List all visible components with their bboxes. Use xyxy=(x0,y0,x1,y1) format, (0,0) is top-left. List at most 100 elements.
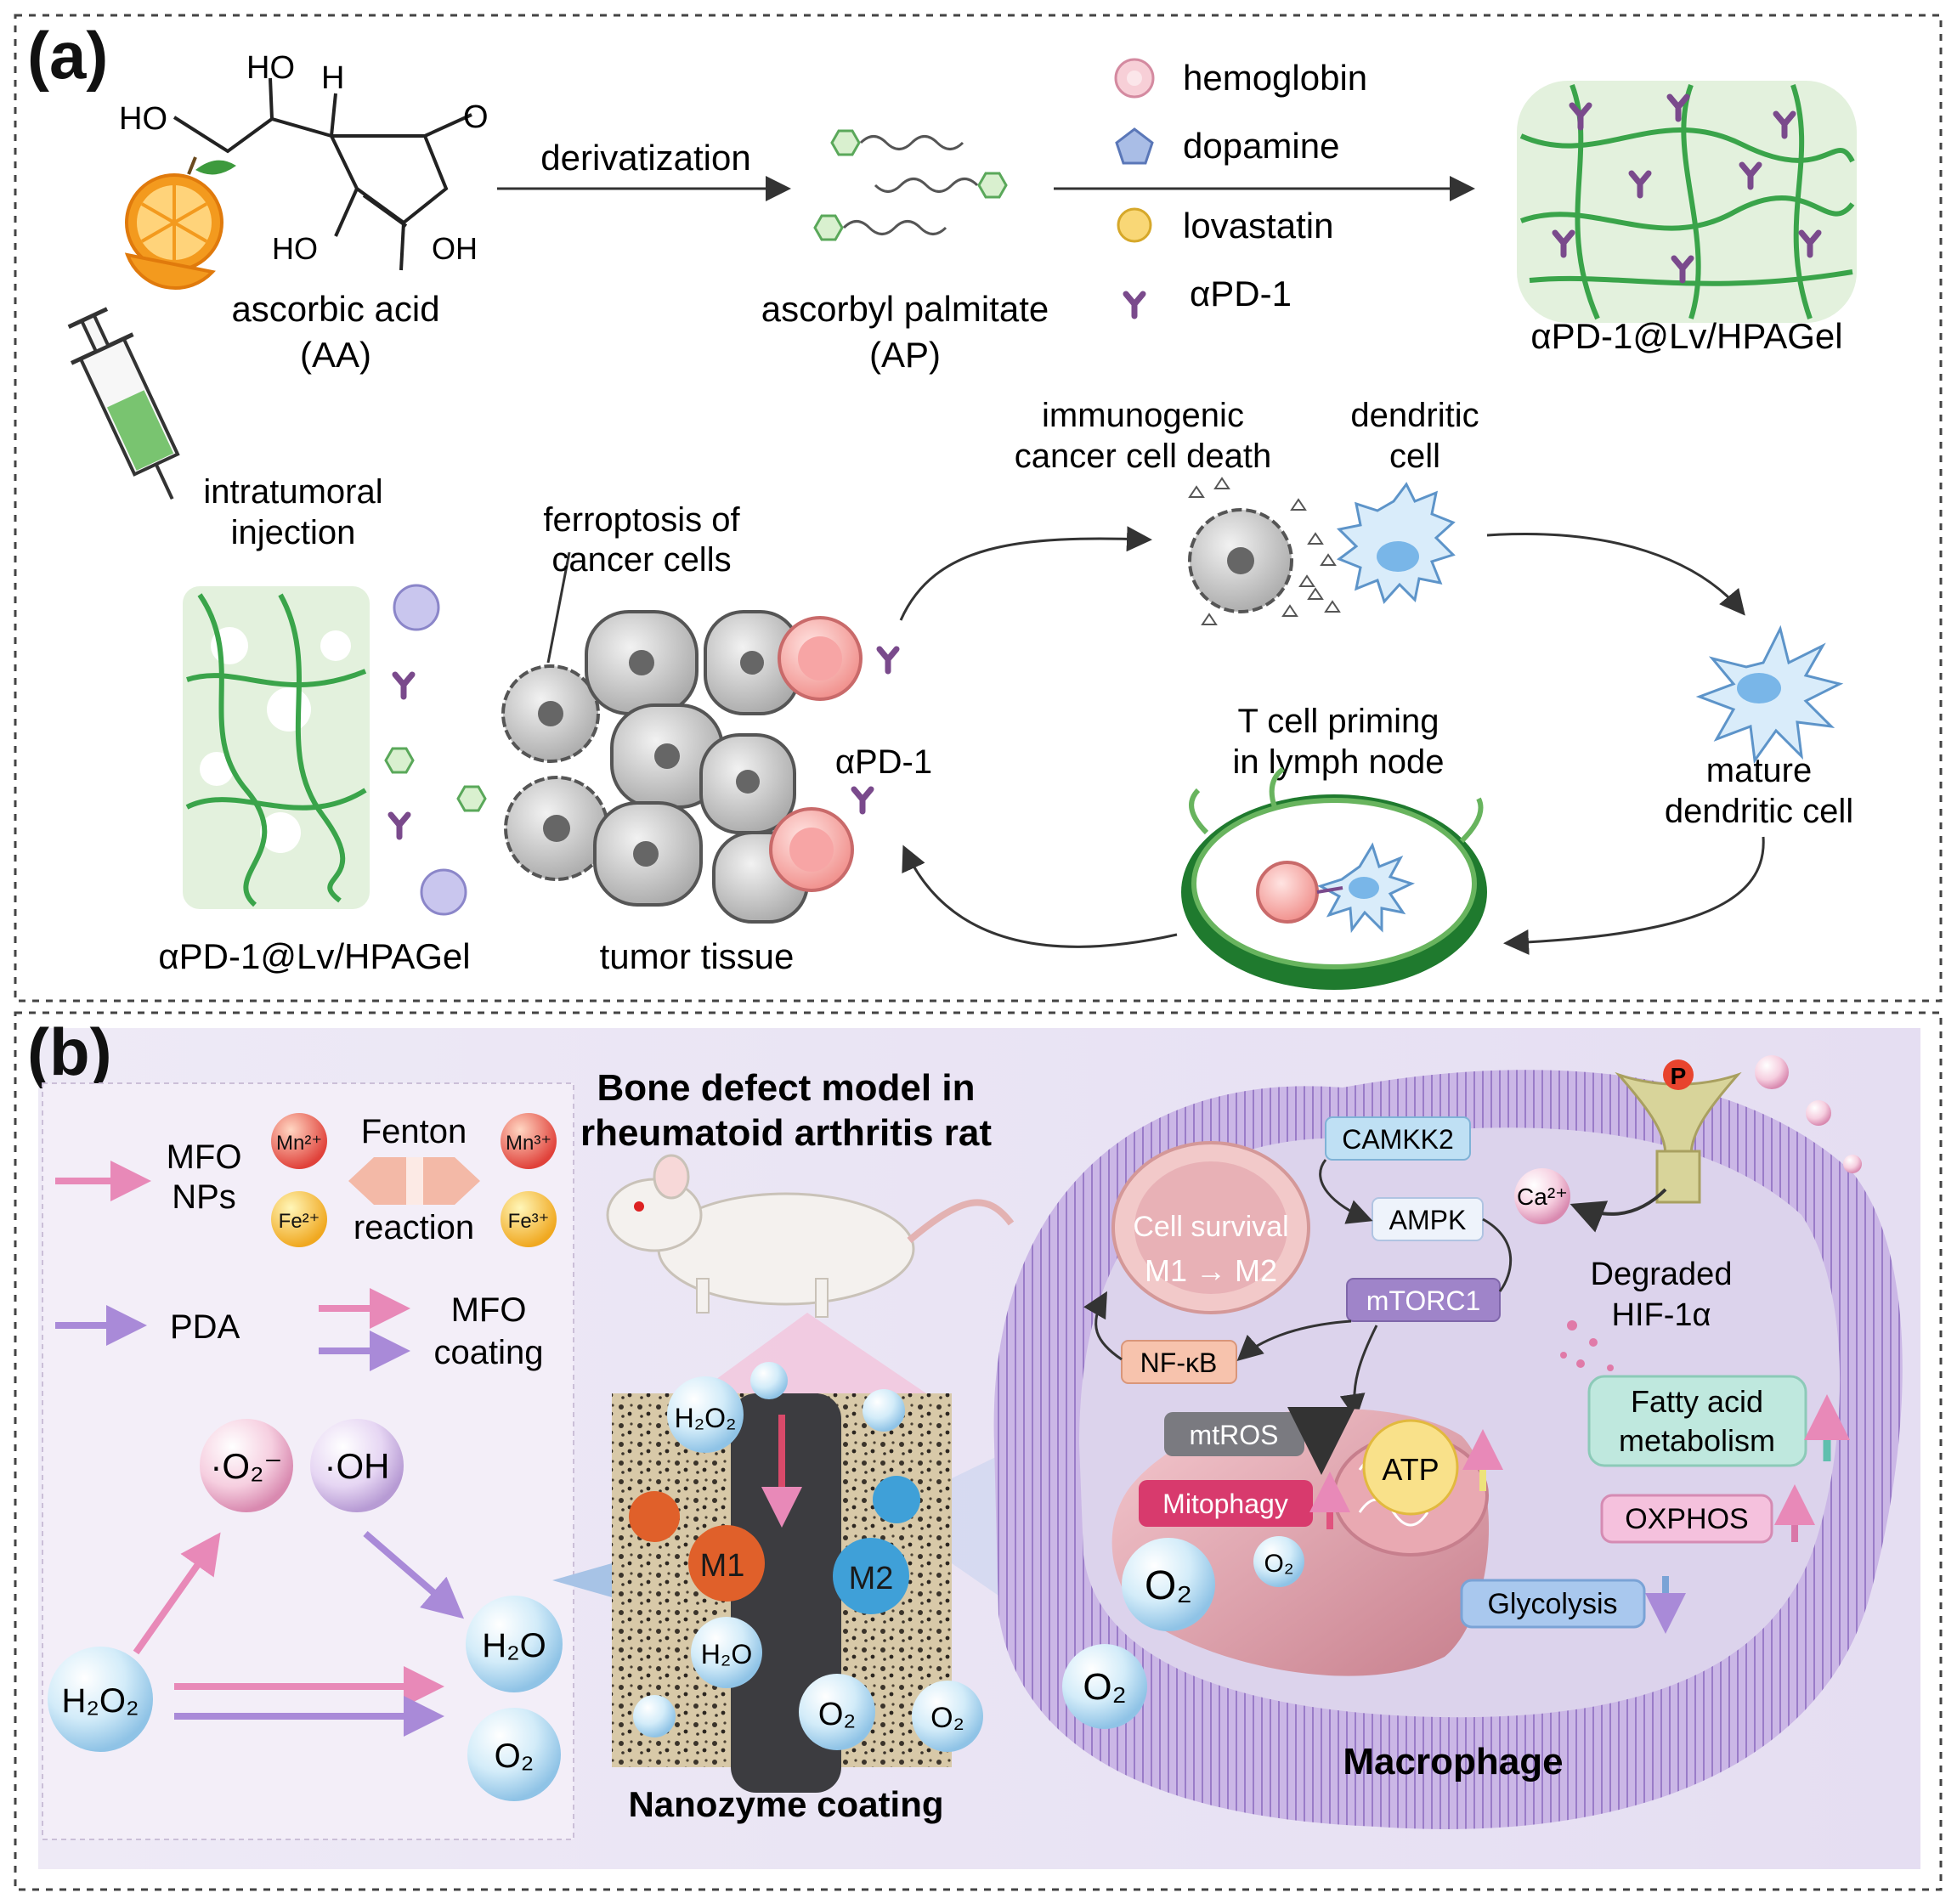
chem-oh-bottom: OH xyxy=(432,231,478,266)
fatty-label-2: metabolism xyxy=(1619,1423,1775,1458)
dying-cancer-cell xyxy=(1188,477,1341,625)
coating-block xyxy=(612,1362,983,1793)
mn3-label: Mn³⁺ xyxy=(506,1132,551,1155)
coating-m2: M2 xyxy=(849,1561,894,1596)
nucleus xyxy=(1111,1141,1310,1314)
antibody-icon xyxy=(1126,294,1143,316)
o2-outer-label: O₂ xyxy=(1083,1666,1126,1708)
mtorc1-label: mTORC1 xyxy=(1366,1285,1481,1316)
tcell-label-2: in lymph node xyxy=(1232,743,1444,781)
nanozyme-label: Nanozyme coating xyxy=(628,1784,943,1824)
model-title-1: Bone defect model in xyxy=(597,1067,976,1109)
chem-h: H xyxy=(321,60,344,96)
lovastatin-icon xyxy=(1117,207,1152,243)
o2-inner-large-label: O₂ xyxy=(1145,1563,1192,1608)
coating-o2-b: O₂ xyxy=(930,1702,964,1734)
tcell-label-1: T cell priming xyxy=(1237,703,1439,740)
h2o2-label: H₂O₂ xyxy=(61,1682,139,1720)
chem-ho-bottom: HO xyxy=(272,231,318,266)
fenton-label-1: Fenton xyxy=(361,1113,467,1150)
cycle-arrow-to-lymph xyxy=(1503,836,1765,955)
coating-o2-a: O₂ xyxy=(818,1697,856,1732)
ampk-label: AMPK xyxy=(1389,1205,1467,1235)
rat-icon xyxy=(606,1154,1015,1318)
antibody-particle xyxy=(395,675,412,697)
legend-hemoglobin: hemoglobin xyxy=(1183,58,1367,98)
zoom-arrow-left xyxy=(552,1563,612,1597)
pda-label: PDA xyxy=(170,1308,240,1346)
legend-dopamine: dopamine xyxy=(1183,126,1339,166)
receptor-to-calcium-arrow xyxy=(1570,1188,1667,1233)
atp-label: ATP xyxy=(1382,1452,1439,1487)
coating-h2o2: H₂O₂ xyxy=(675,1403,737,1433)
ascorbic-acid-abbr: (AA) xyxy=(300,335,371,375)
panel-b-label: (b) xyxy=(27,1014,112,1089)
mature-dendritic-cell xyxy=(1695,624,1844,764)
ascorbic-acid-structure xyxy=(173,77,472,271)
coating-label-1: MFO xyxy=(451,1291,527,1329)
mtorc1-to-mito-arrow xyxy=(1339,1325,1378,1420)
panel-b-border xyxy=(14,1011,1943,1891)
calcium-ion xyxy=(1514,1168,1570,1224)
mitophagy-box xyxy=(1139,1480,1313,1527)
lovastatin-particle xyxy=(384,747,415,774)
ascorbic-acid-name: ascorbic acid xyxy=(231,289,439,329)
mn3-ion xyxy=(501,1113,557,1169)
apd1-label: αPD-1 xyxy=(835,743,932,781)
hemoglobin-particle xyxy=(393,584,440,631)
gel-label-bottom: αPD-1@Lv/HPAGel xyxy=(158,936,470,976)
panel-b: (b) MFO NPs Mn²⁺ Mn³⁺ Fe²⁺ Fe³⁺ Fenton r… xyxy=(14,1011,1943,1891)
o2-outer xyxy=(1062,1644,1147,1729)
cancer-cell xyxy=(585,610,699,715)
ros-to-h2o-arrow xyxy=(363,1530,465,1619)
atp-bubble xyxy=(1362,1419,1459,1516)
cycle-arrow-to-tumor xyxy=(902,845,1178,948)
tumor-tissue xyxy=(501,610,896,924)
degraded-fragments xyxy=(1560,1320,1614,1371)
legend-apd1: αPD-1 xyxy=(1190,274,1292,314)
lovastatin-particle xyxy=(456,785,487,812)
receptor-icon xyxy=(1615,1055,1862,1204)
mtorc1-box xyxy=(1346,1278,1501,1322)
gel-label-top: αPD-1@Lv/HPAGel xyxy=(1530,316,1842,356)
glycolysis-label: Glycolysis xyxy=(1487,1588,1617,1620)
macrophage-label: Macrophage xyxy=(1343,1741,1563,1783)
h2o-label: H₂O xyxy=(482,1627,546,1664)
superoxide-bubble xyxy=(200,1419,293,1512)
fatty-label-1: Fatty acid xyxy=(1631,1384,1763,1419)
cancer-cell xyxy=(704,610,800,715)
fenton-arrow-highlight xyxy=(406,1157,423,1205)
hydroxyl-bubble xyxy=(310,1419,404,1512)
hemoglobin-icon xyxy=(1114,58,1155,99)
chem-o: O xyxy=(463,99,489,135)
dopamine-icon xyxy=(1115,127,1154,165)
superoxide-label: ·O₂⁻ xyxy=(210,1446,282,1486)
ascorbyl-palmitate-icon xyxy=(813,129,1008,241)
nucleus-label-2: M1 → M2 xyxy=(1145,1253,1277,1288)
mitophagy-label: Mitophagy xyxy=(1162,1489,1288,1519)
o2-inner-small-label: O₂ xyxy=(1264,1550,1294,1578)
o2-label: O₂ xyxy=(495,1737,534,1775)
antibody-particle xyxy=(391,815,408,837)
mtros-label: mtROS xyxy=(1190,1420,1279,1450)
hydroxyl-label: ·OH xyxy=(325,1446,390,1486)
syringe-icon xyxy=(67,307,180,500)
mature-label-1: mature xyxy=(1706,752,1813,789)
degraded-label-2: HIF-1α xyxy=(1612,1297,1711,1333)
coating-label-2: coating xyxy=(434,1334,544,1371)
ferroptotic-cell xyxy=(501,664,600,763)
o2-inner-large xyxy=(1122,1538,1215,1631)
cycle-arrow-to-icd xyxy=(899,526,1152,621)
legend: hemoglobin dopamine lovastatin αPD-1 xyxy=(1114,58,1367,316)
derivatization-label: derivatization xyxy=(540,138,750,178)
fe3-ion xyxy=(501,1191,557,1247)
cycle-arrow-to-mature xyxy=(1486,532,1745,616)
h2o2-bubble xyxy=(48,1647,153,1752)
camkk2-to-ampk-arrow xyxy=(1319,1159,1373,1224)
mfo-label-1: MFO xyxy=(167,1138,242,1176)
hemoglobin-particle xyxy=(420,868,467,916)
ferroptosis-pointer xyxy=(546,551,571,664)
antibody-bound xyxy=(880,649,896,671)
oxphos-label: OXPHOS xyxy=(1625,1503,1748,1535)
p-label: P xyxy=(1671,1063,1687,1089)
